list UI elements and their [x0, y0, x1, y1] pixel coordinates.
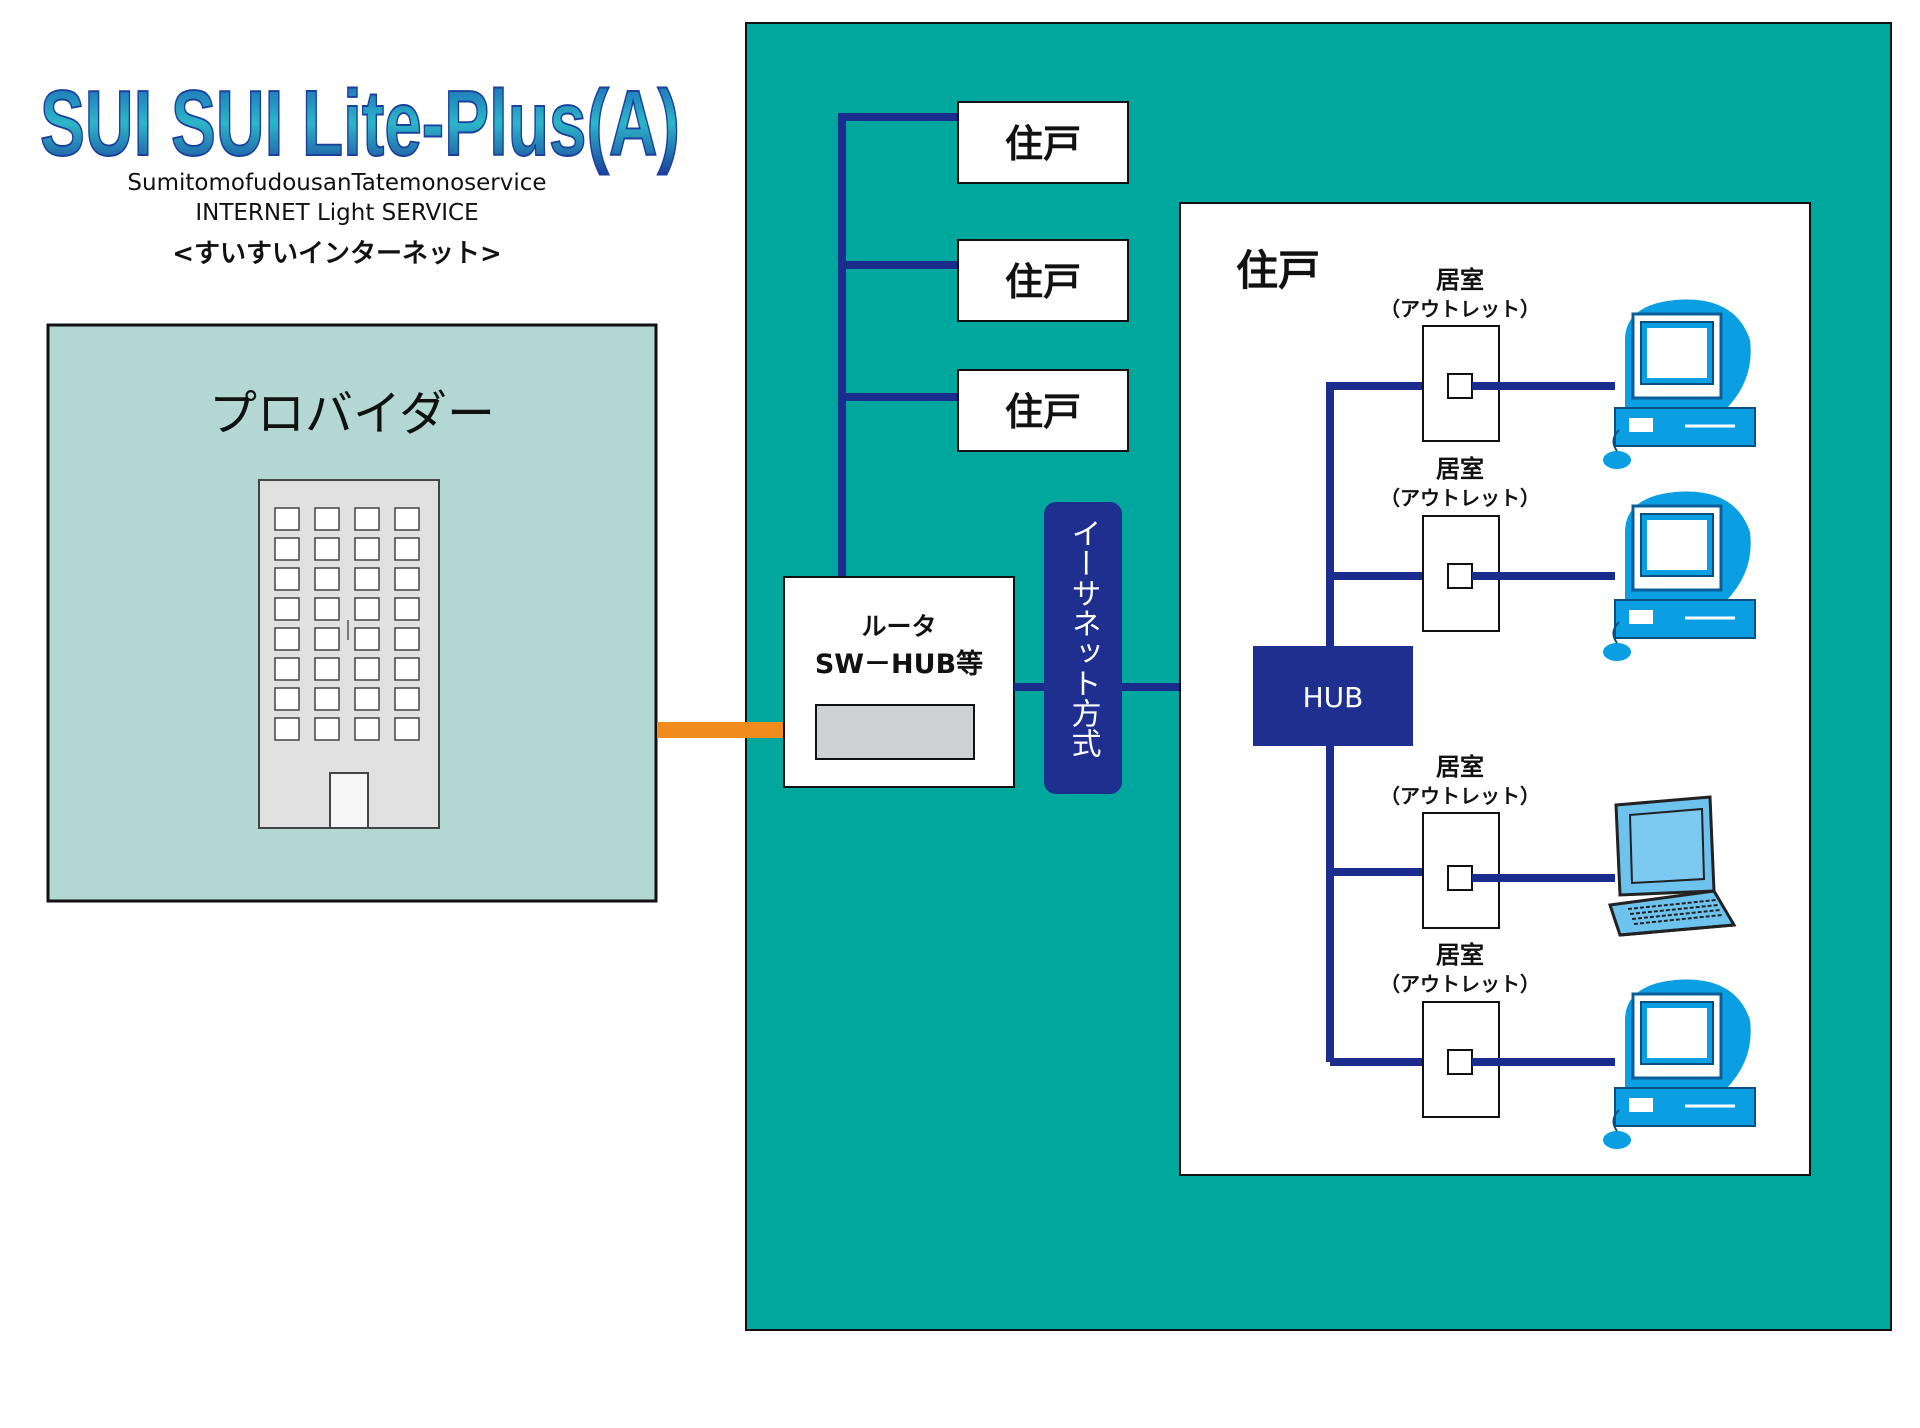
unit-detail-title: 住戸: [1236, 246, 1320, 295]
outlet-jack: [1447, 1049, 1473, 1075]
room-name-label: 居室: [1436, 753, 1484, 781]
outlet-jack: [1447, 563, 1473, 589]
logo-line-3: <すいすいインターネット>: [172, 239, 502, 269]
building-window: [314, 627, 340, 651]
room-1: 居室 （アウトレット）: [1380, 266, 1756, 469]
building-window: [314, 507, 340, 531]
outlet-jack: [1447, 865, 1473, 891]
desktop-computer-icon: [1603, 299, 1756, 469]
building-window: [354, 507, 380, 531]
desktop-computer-icon: [1603, 491, 1756, 661]
building-window: [354, 537, 380, 561]
building-window: [314, 537, 340, 561]
logo-wordmark: SUI SUI Lite-Plus(A): [40, 71, 680, 175]
ethernet-label-pill: イーサネット方式: [1044, 502, 1122, 794]
building-window: [274, 507, 300, 531]
building-window: [394, 597, 420, 621]
desktop-computer-icon: [1603, 979, 1756, 1149]
building-window: [394, 687, 420, 711]
outlet-label: （アウトレット）: [1380, 972, 1540, 996]
provider-box: プロバイダー: [46, 323, 658, 903]
building-window: [394, 567, 420, 591]
provider-label: プロバイダー: [209, 386, 495, 442]
router-box: ルータ SW－HUB等: [783, 576, 1015, 788]
building-window: [314, 687, 340, 711]
unit-box-1: 住戸: [957, 101, 1129, 184]
room-name-label: 居室: [1436, 455, 1484, 483]
building-window: [394, 627, 420, 651]
outlet-label: （アウトレット）: [1380, 486, 1540, 510]
unit-box-2: 住戸: [957, 239, 1129, 322]
logo-line-1: SumitomofudousanTatemonoservice: [127, 170, 546, 196]
building-window: [394, 537, 420, 561]
riser-lines: [838, 113, 958, 577]
room-name-label: 居室: [1436, 941, 1484, 969]
building-window: [394, 507, 420, 531]
building-window: [394, 657, 420, 681]
building-window: [274, 687, 300, 711]
laptop-computer-icon: [1608, 795, 1737, 937]
building-window: [354, 657, 380, 681]
building-window: [354, 687, 380, 711]
building-window: [274, 567, 300, 591]
building-window: [274, 537, 300, 561]
room-2: 居室 （アウトレット）: [1380, 455, 1756, 661]
building-window: [354, 627, 380, 651]
router-device: [815, 704, 975, 760]
router-label-2: SW－HUB等: [815, 648, 983, 680]
building-window: [274, 627, 300, 651]
router-label-1: ルータ: [861, 612, 936, 641]
unit-box-3: 住戸: [957, 369, 1129, 452]
building-window: [314, 597, 340, 621]
hub-box: HUB: [1253, 646, 1413, 746]
room-4: 居室 （アウトレット）: [1380, 941, 1756, 1149]
room-name-label: 居室: [1436, 266, 1484, 294]
building-window: [274, 657, 300, 681]
building-window: [274, 597, 300, 621]
building-window: [394, 717, 420, 741]
outlet-label: （アウトレット）: [1380, 297, 1540, 321]
ethernet-label: イーサネット方式: [1066, 518, 1101, 758]
outlet-label: （アウトレット）: [1380, 784, 1540, 808]
unit-label-1: 住戸: [1005, 122, 1081, 166]
room-3: 居室 （アウトレット）: [1380, 753, 1737, 937]
building-window: [314, 717, 340, 741]
building-window: [354, 567, 380, 591]
building-window: [274, 717, 300, 741]
building-window: [314, 567, 340, 591]
outlet-jack: [1447, 373, 1473, 399]
office-building-icon: [258, 479, 440, 829]
building-window: [354, 597, 380, 621]
building-window: [354, 717, 380, 741]
unit-label-3: 住戸: [1005, 390, 1081, 434]
hub-label: HUB: [1303, 681, 1364, 714]
unit-label-2: 住戸: [1005, 260, 1081, 304]
logo: SUI SUI Lite-Plus(A) SumitomofudousanTat…: [39, 70, 681, 269]
logo-line-2: INTERNET Light SERVICE: [195, 200, 478, 226]
building-window: [314, 657, 340, 681]
